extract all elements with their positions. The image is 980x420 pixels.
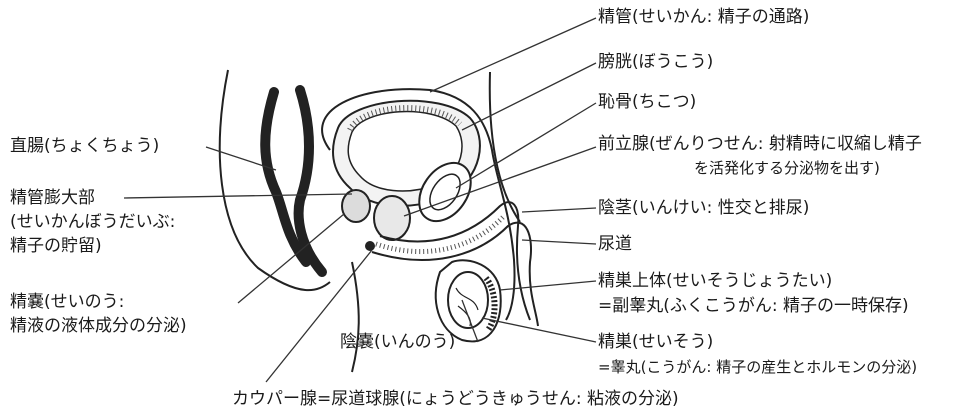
label-penis: 陰茎(いんけい: 性交と排尿) [598,198,810,218]
label-ampulla-line2: (せいかんぼうだいぶ: [10,212,176,232]
abdomen-outline [488,71,521,223]
label-urethra: 尿道 [598,234,632,254]
cowper-gland-shape [365,241,375,251]
label-epididymis-line1: 精巣上体(せいそうじょうたい) [598,271,833,291]
label-testis-line1: 精巣(せいそう) [598,332,714,352]
prostate-shape [341,189,411,241]
label-seminal-vesicle-line1: 精嚢(せいのう: [10,292,125,312]
label-rectum: 直腸(ちょくちょう) [10,136,160,156]
label-scrotum: 陰嚢(いんのう) [340,332,456,352]
body-back-outline [218,69,331,292]
label-prostate-line1: 前立腺(ぜんりつせん: 射精時に収縮し精子 [598,134,922,154]
label-vas-deferens: 精管(せいかん: 精子の通路) [598,7,810,27]
penis-shape [371,201,539,327]
label-pubic-bone: 恥骨(ちこつ) [598,92,697,112]
testis-shape [447,271,489,329]
scrotum-shape [434,259,502,343]
thigh-outline [351,261,360,373]
label-bladder: 膀胱(ぼうこう) [598,52,714,72]
label-prostate-line2: を活発化する分泌物を出す) [694,159,880,177]
label-epididymis-line2: =副睾丸(ふくこうがん: 精子の一時保存) [598,296,909,316]
label-testis-line2: =睾丸(こうがん: 精子の産生とホルモンの分泌) [598,358,918,376]
label-seminal-vesicle-line2: 精液の液体成分の分泌) [10,316,187,336]
label-cowper-gland: カウパー腺=尿道球腺(にょうどうきゅうせん: 粘液の分泌) [232,389,679,409]
label-ampulla-line3: 精子の貯留) [10,236,102,256]
epididymis-shape [483,276,498,332]
rectum-shape [260,85,327,277]
label-ampulla-line1: 精管膨大部 [10,188,95,208]
vas-deferens-shape [321,88,516,321]
